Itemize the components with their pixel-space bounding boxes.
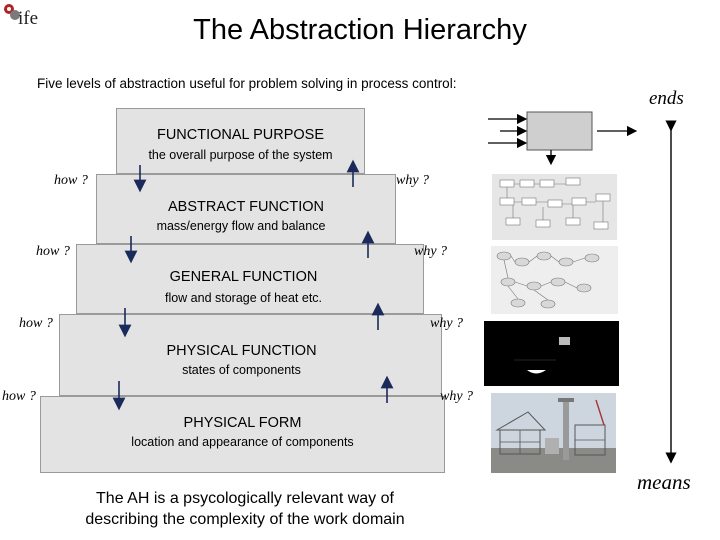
tier-functional-purpose: [116, 108, 365, 174]
process-box-icon: [488, 111, 638, 166]
level-name: PHYSICAL FORM: [183, 415, 302, 431]
logo-mark-icon: [4, 4, 20, 20]
function-diagram-thumbnail: [491, 246, 618, 314]
how-label: how ?: [36, 244, 70, 259]
why-label: why ?: [440, 389, 474, 404]
why-label: why ?: [396, 173, 430, 188]
level-description: flow and storage of heat etc.: [164, 291, 323, 305]
level-name: PHYSICAL FUNCTION: [166, 343, 317, 359]
how-label: how ?: [19, 316, 53, 331]
level-description: mass/energy flow and balance: [156, 219, 326, 233]
level-description: states of components: [182, 363, 301, 377]
why-label: why ?: [430, 316, 464, 331]
level-name: GENERAL FUNCTION: [169, 269, 318, 285]
caption-line: describing the complexity of the work do…: [85, 511, 405, 528]
how-label: how ?: [54, 173, 88, 188]
tier-physical-form: [40, 396, 445, 473]
how-label: how ?: [2, 389, 36, 404]
level-name: ABSTRACT FUNCTION: [167, 199, 325, 215]
ends-label: ends: [649, 88, 684, 109]
process-display-thumbnail: [484, 321, 619, 386]
logo-text: ife: [18, 8, 39, 29]
means-label: means: [637, 470, 691, 494]
level-name: FUNCTIONAL PURPOSE: [156, 127, 325, 143]
caption-line: The AH is a psycologically relevant way …: [96, 490, 394, 507]
page-subtitle: Five levels of abstraction useful for pr…: [37, 76, 457, 91]
page-title: The Abstraction Hierarchy: [193, 14, 527, 46]
caption: The AH is a psycologically relevant way …: [50, 488, 440, 530]
plant-photo-thumbnail: [491, 393, 616, 473]
level-description: location and appearance of components: [131, 435, 354, 449]
ife-logo: ife: [2, 2, 46, 32]
level-description: the overall purpose of the system: [148, 148, 333, 162]
flow-diagram-thumbnail: [492, 174, 617, 240]
why-label: why ?: [414, 244, 448, 259]
